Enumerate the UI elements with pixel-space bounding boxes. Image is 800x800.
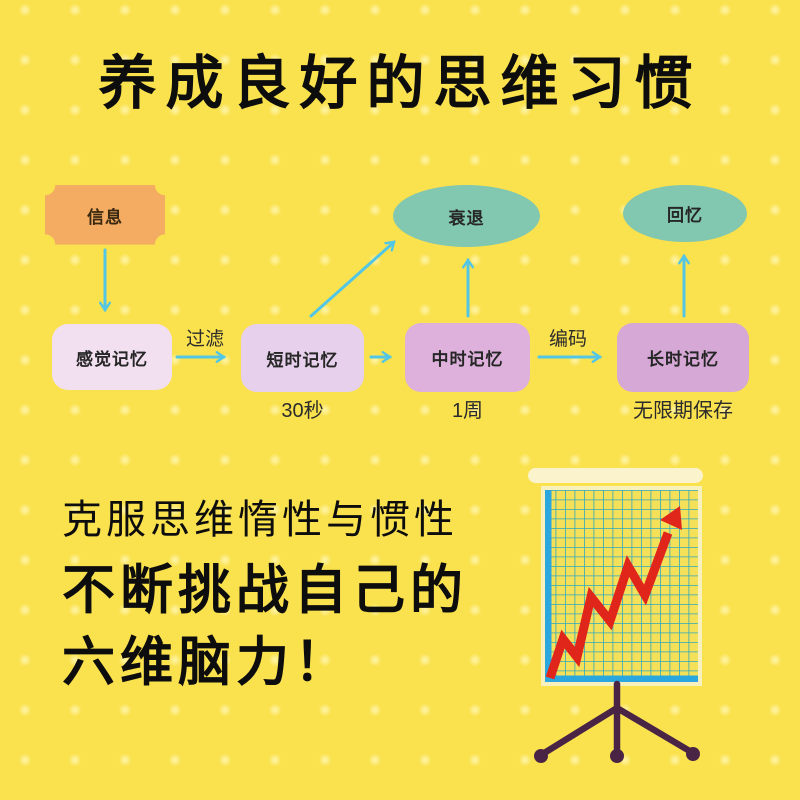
flow-node-medium-term-memory: 中时记忆 [405,323,530,392]
flow-node-long-term-memory-label: 长时记忆 [647,350,719,369]
flow-node-recall-label: 回忆 [667,206,703,225]
flow-node-recall: 回忆 [623,185,747,242]
slogan-line-2: 不断挑战自己的 [62,561,468,620]
flow-node-short-term-memory-label: 短时记忆 [266,350,339,370]
tripod-foot-center [610,749,624,763]
flipchart-rail [528,468,703,483]
note-short-term-duration: 30秒 [281,400,324,422]
chart-x-axis [545,675,698,682]
chart-grid-lines [546,490,698,676]
flow-node-information: 信息 [45,185,165,245]
chart-y-axis [545,490,552,682]
flow-node-information-label: 信息 [87,207,123,227]
flow-node-long-term-memory: 长时记忆 [617,323,749,392]
rising-arrow [545,506,682,680]
tripod-foot-left [534,749,548,763]
tripod-foot-right [686,747,700,761]
chart-grid-background [546,490,698,676]
flipchart-paper [541,486,702,686]
slogan-line-1: 克服思维惰性与惯性 [62,498,458,542]
flow-node-medium-term-memory-label: 中时记忆 [431,350,504,369]
easel-tripod [534,680,700,763]
note-medium-term-duration: 1周 [451,400,484,422]
flow-node-sensory-memory-label: 感觉记忆 [76,349,148,369]
flow-node-sensory-memory: 感觉记忆 [52,324,172,390]
page-title: 养成良好的思维习惯 [98,51,702,116]
arrow-short-to-decay [309,240,396,318]
slogan-line-3: 六维脑力！ [62,633,352,692]
note-long-term-duration: 无限期保存 [633,400,733,422]
edge-label-encode: 编码 [548,329,587,350]
edge-label-filter: 过滤 [185,329,224,350]
flow-node-decay: 衰退 [393,185,540,247]
flow-node-short-term-memory: 短时记忆 [241,324,364,392]
flow-node-decay-label: 衰退 [448,208,485,228]
rising-arrow-head [660,506,682,530]
